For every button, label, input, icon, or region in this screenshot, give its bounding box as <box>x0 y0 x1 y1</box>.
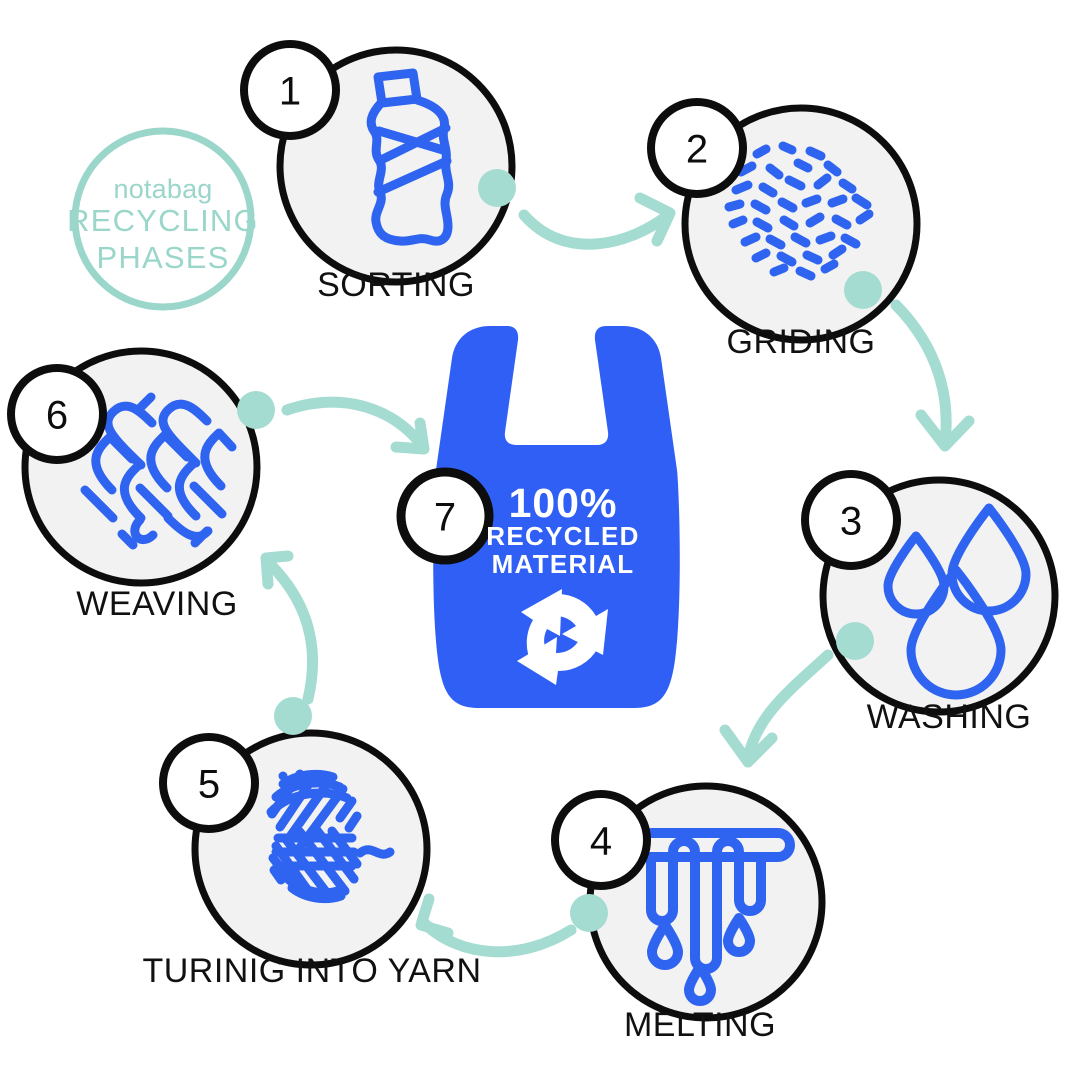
step-1-sorting[interactable] <box>240 40 516 286</box>
step-3-number-badge[interactable] <box>801 470 901 570</box>
step-3-number: 3 <box>839 499 863 544</box>
bag-percent-label: 100% <box>508 480 618 526</box>
recycle-arrows-icon <box>517 589 608 685</box>
brand-name: notabag <box>113 174 213 204</box>
step-1-label: SORTING <box>317 266 475 304</box>
arrow-2-to-3 <box>890 299 975 452</box>
melting-drip-icon <box>646 828 795 1006</box>
step-1-number: 1 <box>278 69 302 114</box>
title-circle <box>71 127 255 311</box>
step-6-connector-dot <box>237 391 275 429</box>
step-4-melting[interactable] <box>551 782 826 1022</box>
step-6-weaving[interactable] <box>7 347 275 587</box>
step-4-connector-dot <box>570 894 608 932</box>
title-line-1: RECYCLING <box>67 203 259 238</box>
step-2-griding[interactable] <box>647 98 921 344</box>
step-6-label: WEAVING <box>76 585 238 623</box>
water-drops-icon <box>883 503 1031 700</box>
step-4-number: 4 <box>589 819 613 864</box>
step-5-turning-into-yarn[interactable] <box>159 697 431 969</box>
step-2-number-badge[interactable] <box>647 98 747 198</box>
step-1-number-badge[interactable] <box>240 40 340 140</box>
step-5-connector-dot <box>274 697 312 735</box>
step-4-number-badge[interactable] <box>551 790 651 890</box>
step-6-number: 6 <box>45 393 69 438</box>
step-1-circle[interactable] <box>276 46 516 286</box>
arrow-4-to-5 <box>415 893 577 958</box>
step-3-label: WASHING <box>866 698 1032 736</box>
step-2-connector-dot <box>844 271 882 309</box>
step-2-label: GRIDING <box>726 323 876 361</box>
crushed-bottle-icon <box>366 68 454 246</box>
step-7-number: 7 <box>433 495 457 540</box>
weaving-threads-icon <box>80 392 237 550</box>
step-2-number: 2 <box>685 127 709 172</box>
title-line-2: PHASES <box>96 240 230 275</box>
step-7-number-badge[interactable] <box>396 467 494 565</box>
step-3-washing[interactable] <box>801 470 1059 716</box>
plastic-flakes-icon <box>724 141 874 281</box>
step-7-finished-bag[interactable] <box>396 326 680 708</box>
step-5-label: TURINIG INTO YARN <box>142 952 482 990</box>
step-4-label: MELTING <box>623 1006 777 1044</box>
bag-shape[interactable] <box>433 326 680 708</box>
step-5-number: 5 <box>197 762 221 807</box>
arrow-5-to-6 <box>260 550 319 705</box>
step-1-connector-dot <box>478 169 516 207</box>
arrow-group <box>260 192 975 958</box>
bag-line-3: MATERIAL <box>491 549 635 579</box>
arrow-3-to-4 <box>719 649 834 768</box>
arrow-6-to-7 <box>281 396 430 455</box>
step-3-connector-dot <box>836 622 874 660</box>
yarn-ball-icon <box>266 769 395 904</box>
bag-line-2: RECYCLED <box>486 521 640 551</box>
arrow-1-to-2 <box>518 192 676 250</box>
step-6-number-badge[interactable] <box>7 364 107 464</box>
step-5-number-badge[interactable] <box>159 733 259 833</box>
